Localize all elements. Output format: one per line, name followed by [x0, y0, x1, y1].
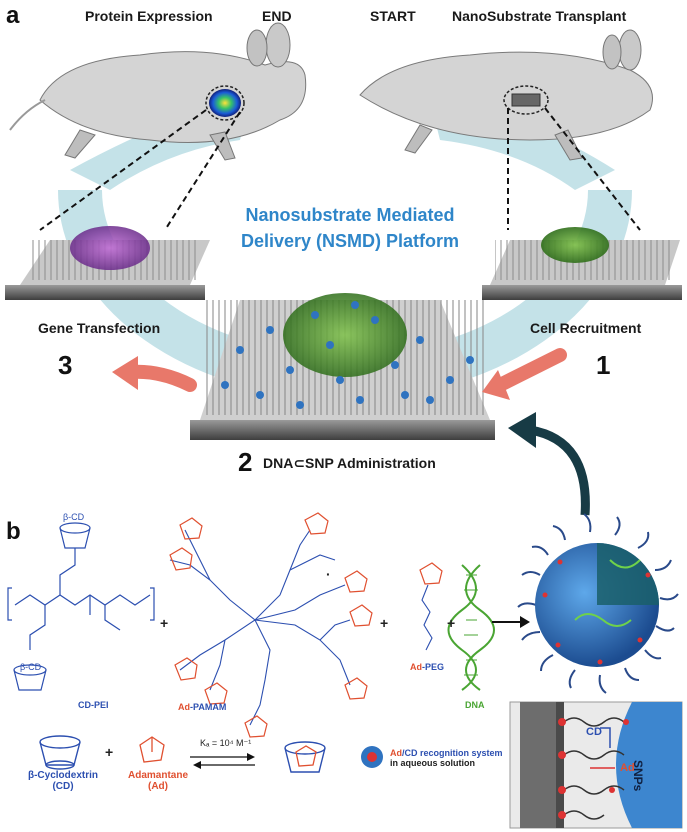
inset-label-snps: SNPs	[631, 760, 645, 792]
label-start: START	[370, 8, 416, 24]
label-recognition-system: Ad/CD recognition system in aqueous solu…	[390, 748, 503, 768]
beta-cyclodextrin-line2: (CD)	[52, 781, 74, 792]
plus-sign-2: +	[380, 615, 389, 631]
label-cd-pei: CD-PEI	[78, 700, 109, 710]
transplant-substrate-marker	[503, 85, 549, 115]
label-dna-snp-administration: DNA⊂SNP Administration	[263, 455, 436, 471]
mouse-right-image	[359, 29, 653, 161]
platform-title-line2: Delivery (NSMD) Platform	[240, 231, 460, 251]
label-ad-pamam: Ad-PAMAM	[178, 702, 226, 712]
dot-mark: ·	[326, 566, 331, 582]
beta-cyclodextrin-line1: β-Cyclodextrin	[28, 770, 99, 781]
ad-peg-rest: -PEG	[422, 662, 445, 672]
beta-cyclodextrin-drawing	[39, 735, 81, 770]
dark-arrow	[508, 412, 590, 516]
ad-peg-structure	[419, 562, 443, 651]
ad-pamam-structure	[169, 529, 351, 726]
panel-a-letter: a	[6, 2, 20, 29]
step-number-1: 1	[596, 350, 611, 380]
panel-b-letter: b	[6, 518, 21, 545]
label-ad-peg: Ad-PEG	[410, 662, 444, 672]
substrate-dna-snp-administration	[190, 293, 495, 440]
inset-label-cd: CD	[586, 726, 602, 738]
adamantane-line1: Adamantane	[128, 770, 189, 781]
label-dna: DNA	[465, 700, 485, 710]
label-beta-cd-bottom: β-CD	[20, 662, 42, 672]
reaction-arrow	[492, 616, 530, 628]
protein-expression-heatmap	[205, 85, 245, 121]
equilibrium-arrows	[190, 753, 255, 769]
label-end: END	[262, 8, 292, 24]
recognition-ad: Ad	[390, 748, 402, 758]
snp-interface-inset	[509, 701, 683, 829]
adamantane-drawing	[139, 736, 165, 763]
adamantane-line2: (Ad)	[148, 781, 168, 792]
label-gene-transfection: Gene Transfection	[38, 320, 161, 336]
zoom-line	[164, 111, 241, 231]
step-number-3: 3	[58, 350, 73, 380]
ad-peg-ad: Ad	[410, 662, 422, 672]
mouse-left-image	[9, 22, 307, 161]
ad-pamam-ad: Ad	[178, 702, 190, 712]
recognition-rest: /CD recognition system	[402, 748, 503, 758]
inclusion-complex-drawing	[284, 741, 326, 773]
recognition-line2: in aqueous solution	[390, 758, 475, 768]
ad-pamam-rest: -PAMAM	[190, 702, 227, 712]
step-number-2: 2	[238, 447, 253, 477]
plus-sign-3: +	[447, 615, 456, 631]
dna-helix	[447, 564, 495, 691]
snp-sphere	[517, 513, 679, 694]
substrate-cell-recruitment	[482, 227, 682, 300]
label-protein-expression: Protein Expression	[85, 8, 213, 24]
label-nanosubstrate-transplant: NanoSubstrate Transplant	[452, 8, 627, 24]
platform-title: Nanosubstrate Mediated Delivery (NSMD) P…	[200, 202, 500, 254]
substrate-gene-transfection	[5, 226, 210, 300]
label-adamantane: Adamantane (Ad)	[128, 770, 188, 792]
plus-sign-4: +	[105, 744, 114, 760]
zoom-line	[39, 109, 207, 231]
plus-sign-1: +	[160, 615, 169, 631]
adamantane-groups	[169, 512, 373, 738]
red-arrow-right	[482, 348, 567, 400]
label-cell-recruitment: Cell Recruitment	[530, 320, 642, 336]
label-beta-cyclodextrin: β-Cyclodextrin (CD)	[28, 770, 98, 792]
recognition-icon	[361, 746, 383, 768]
zoom-line	[544, 107, 641, 231]
cd-pei-structure	[7, 522, 155, 691]
platform-title-line1: Nanosubstrate Mediated	[245, 205, 455, 225]
red-arrow-left	[112, 356, 197, 392]
label-association-constant: Kₐ = 10⁴ M⁻¹	[200, 738, 252, 748]
inset-label-ad: Ad	[620, 762, 635, 774]
label-beta-cd-top: β-CD	[63, 512, 85, 522]
